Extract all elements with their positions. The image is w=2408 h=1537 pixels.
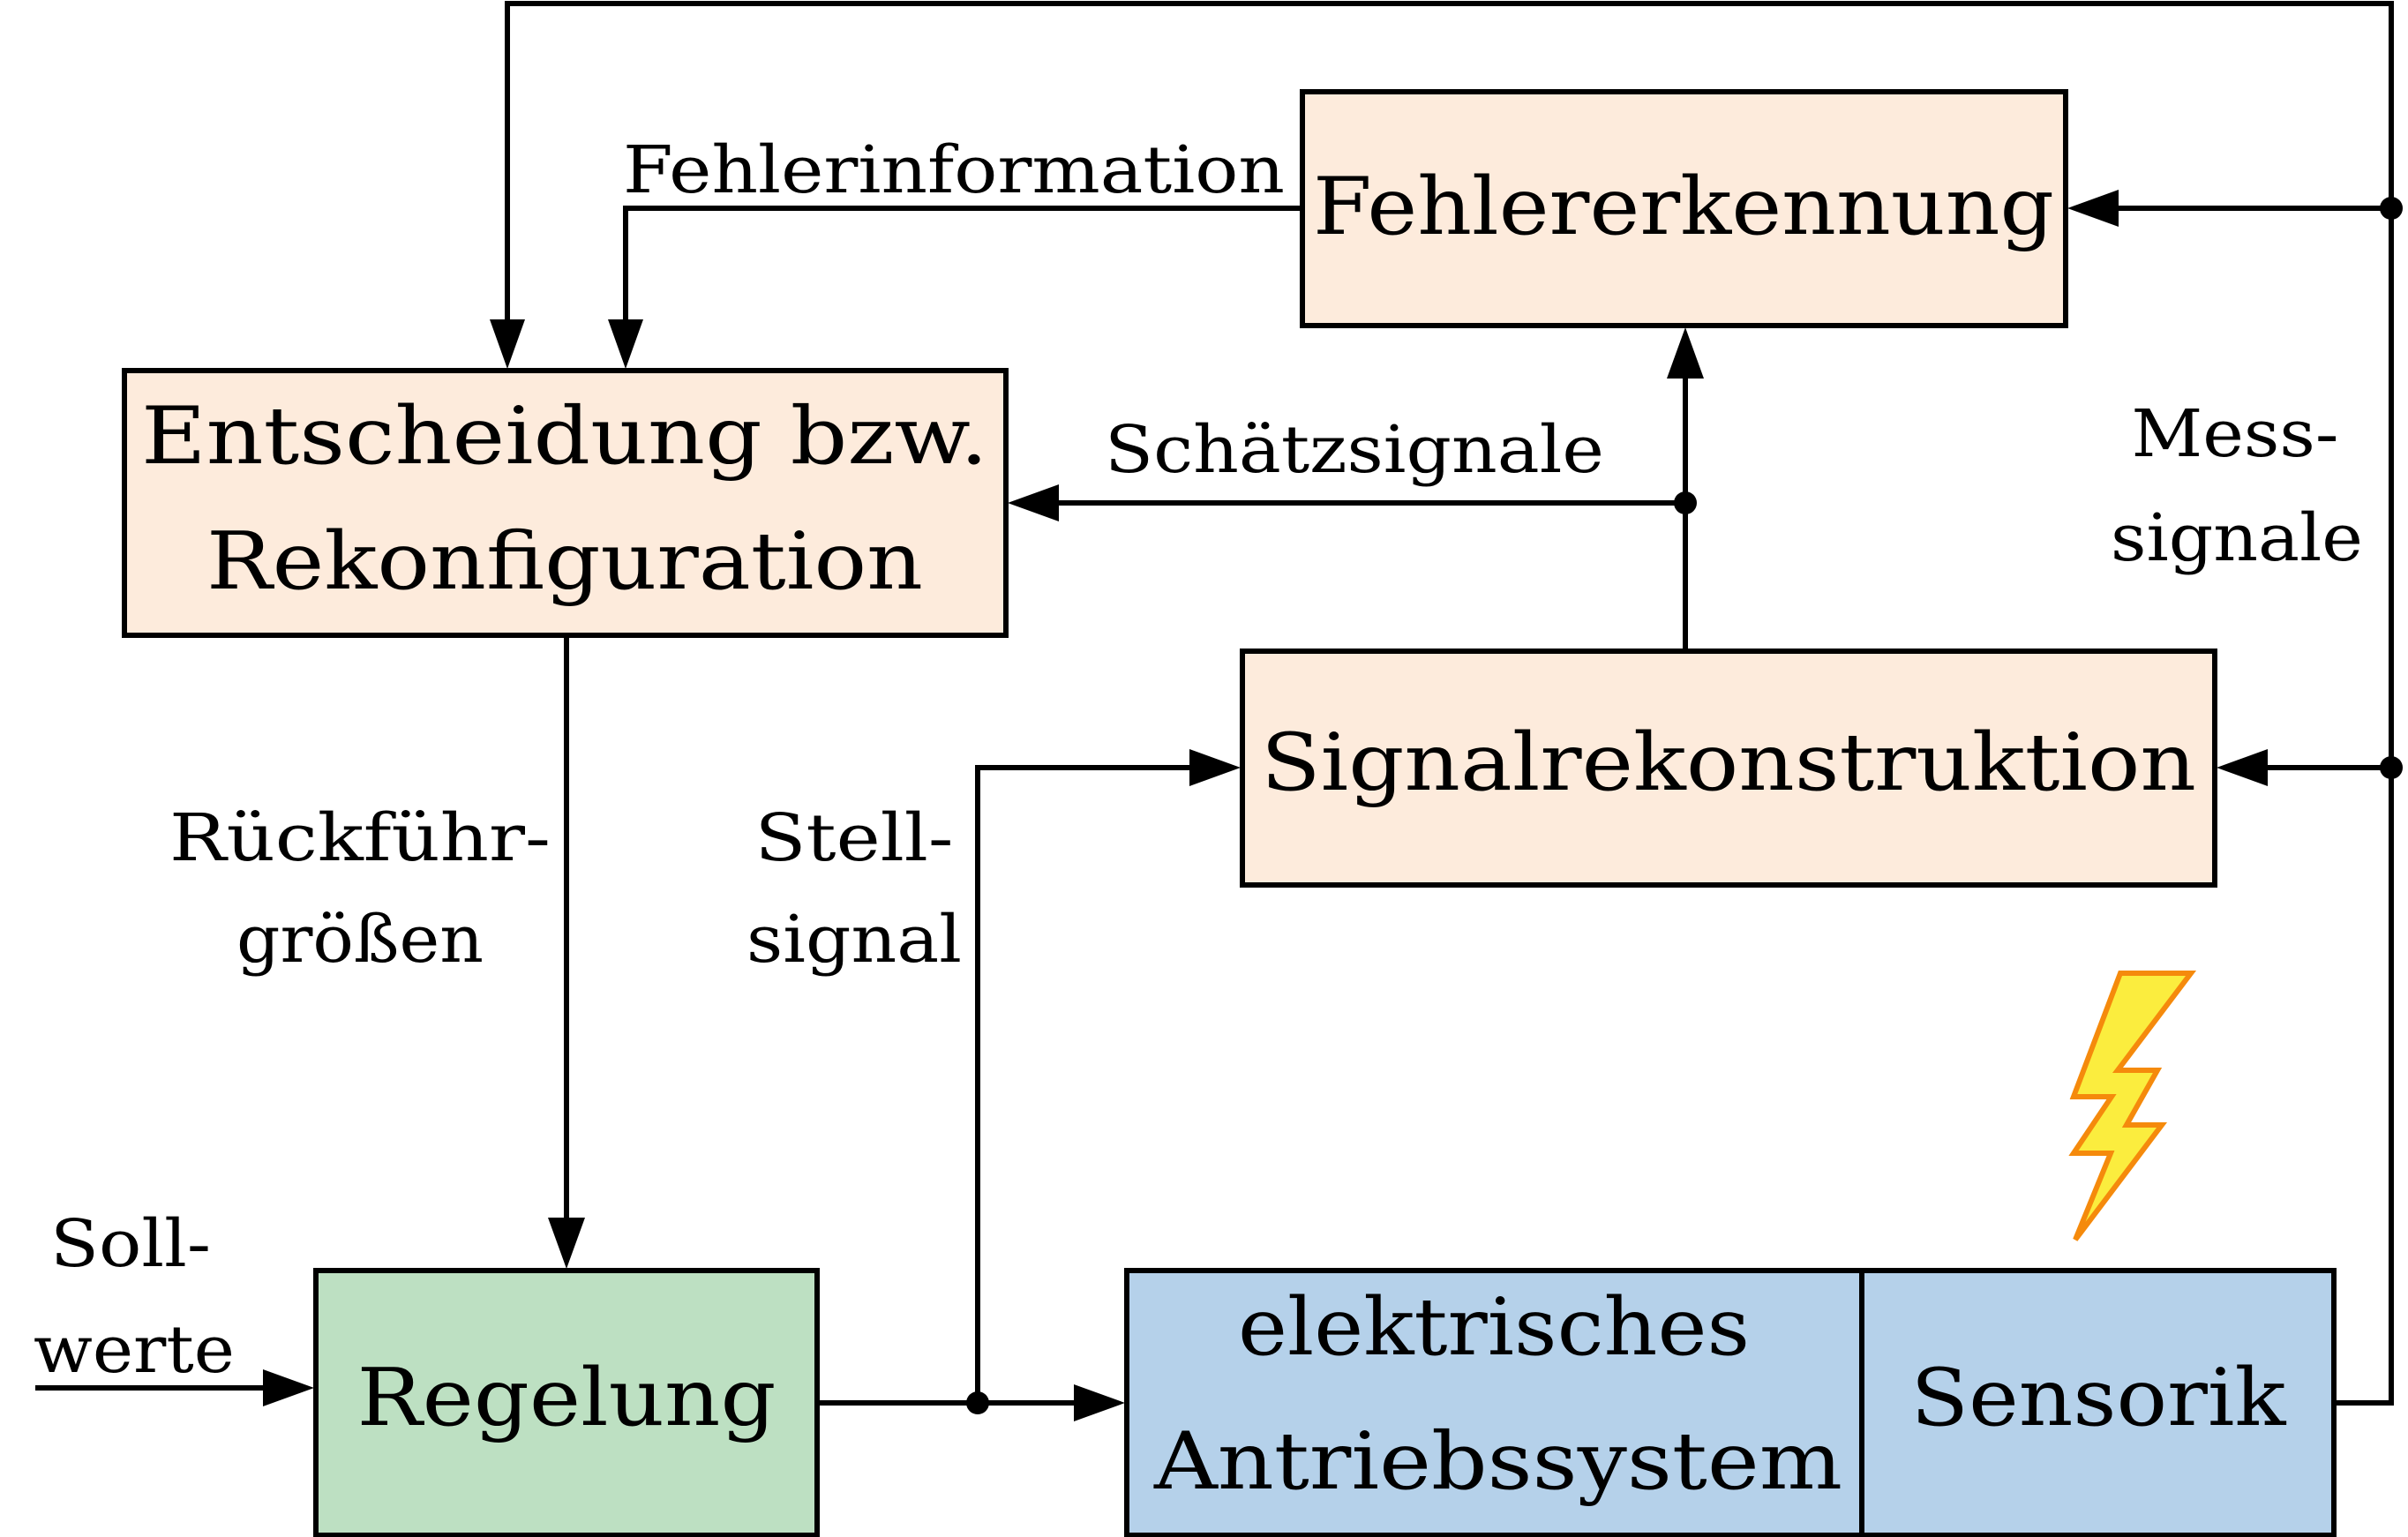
arrowhead-to-signalrekonstruktion-right	[2217, 749, 2268, 786]
fehlererkennung-title: Fehlererkennung	[1313, 161, 2054, 253]
arrowhead-to-antriebssystem	[1074, 1384, 1125, 1421]
regelung-block	[313, 1268, 820, 1537]
arrowhead-to-regelung-left	[263, 1369, 314, 1406]
signalrekonstruktion-title: Signalrekonstruktion	[1261, 716, 2196, 809]
junction-dot	[2380, 197, 2403, 220]
stellsignal-label-line-2: signal	[746, 902, 962, 978]
entscheidung-title-line-2: Rekonfiguration	[206, 515, 923, 608]
junction-dot	[966, 1391, 989, 1414]
antriebssystem-block	[1124, 1268, 1864, 1537]
arrowhead-to-entscheidung-right	[608, 319, 643, 369]
fehlererkennung-block	[1300, 89, 2068, 328]
sensorik-block	[1859, 1268, 2337, 1537]
messsignale-label-line-1: Mess-	[2132, 396, 2339, 472]
arrowhead-to-entscheidung-left	[490, 319, 525, 369]
sollwerte-label-line-2: werte	[34, 1312, 235, 1388]
rueckfuehrgroessen-label-line-2: größen	[236, 902, 484, 978]
sensorik-title: Sensorik	[1911, 1352, 2288, 1444]
entscheidung-title-line-1: Entscheidung bzw.	[141, 390, 988, 483]
measurement-bus-line	[505, 1, 2394, 1406]
stellsignal-branch-line	[975, 765, 1194, 1403]
arrowhead-to-entscheidung-side	[1008, 484, 1059, 521]
arrowhead-to-fehlererkennung-bottom	[1667, 327, 1704, 379]
rueckfuehrgroessen-label-line-1: Rückführ-	[169, 800, 551, 876]
messsignale-label-line-2: signale	[2111, 500, 2363, 576]
arrowhead-to-fehlererkennung-right	[2067, 190, 2119, 227]
lightning-bolt-icon	[2068, 971, 2197, 1241]
entscheidung-block	[122, 368, 1009, 638]
schaetzsignale-label: Schätzsignale	[1105, 412, 1604, 488]
signalrekonstruktion-block	[1240, 649, 2217, 888]
arrowhead-to-signalrekonstruktion-left	[1189, 749, 1241, 786]
junction-dot	[2380, 756, 2403, 779]
antriebssystem-title-line-1: elektrisches	[1238, 1281, 1750, 1374]
stellsignal-label-line-1: Stell-	[755, 800, 954, 876]
arrowhead-to-regelung-top	[548, 1218, 585, 1269]
antriebssystem-title-line-2: Antriebssystem	[1153, 1415, 1842, 1508]
junction-dot	[1674, 491, 1697, 514]
regelung-title: Regelung	[357, 1352, 776, 1444]
fehlerinformation-line	[623, 206, 1302, 325]
sollwerte-label-line-1: Soll-	[50, 1206, 211, 1282]
fehlerinformation-label: Fehlerinformation	[623, 132, 1285, 208]
